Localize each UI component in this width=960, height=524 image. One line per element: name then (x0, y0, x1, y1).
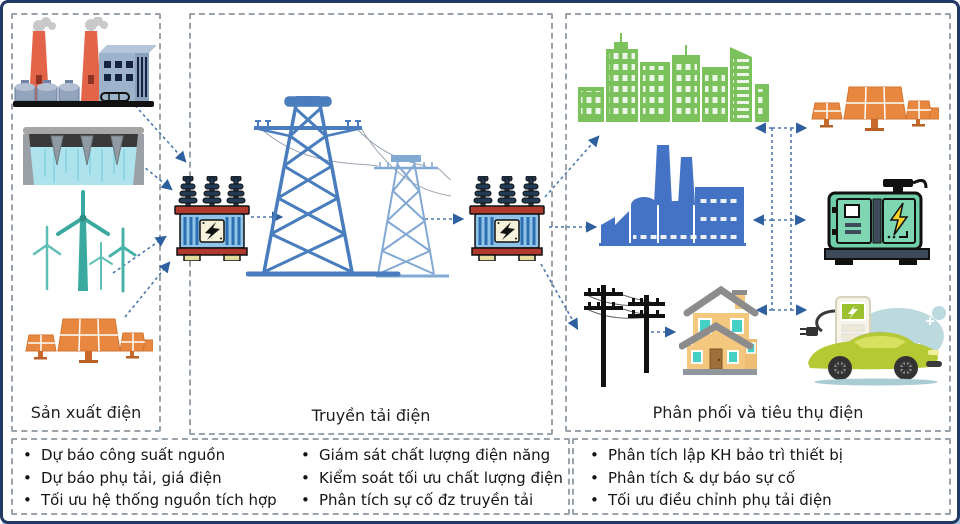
bullet-item: Dự báo phụ tải, giá điện (13, 467, 291, 490)
section-box-production: Sản xuất điện (11, 13, 161, 432)
analytics-box-production-transmission: Dự báo công suất nguồn Dự báo phụ tải, g… (11, 438, 570, 515)
bullet-list-distribution: Phân tích lập KH bảo trì thiết bị Phân t… (580, 444, 843, 512)
bullet-item: Phân tích sự cố đz truyền tải (291, 489, 563, 512)
city-buildings-icon (576, 29, 771, 124)
power-plant-icon (11, 17, 156, 109)
bullet-item: Phân tích lập KH bảo trì thiết bị (580, 444, 843, 467)
utility-poles-icon (581, 279, 676, 391)
section-box-distribution: Phân phối và tiêu thụ điện (565, 13, 951, 432)
bullet-item: Phân tích & dự báo sự cố (580, 467, 843, 490)
bullet-item: Giám sát chất lượng điện năng (291, 444, 563, 467)
section-label-production: Sản xuất điện (30, 403, 142, 422)
bullet-item: Tối ưu điều chỉnh phụ tải điện (580, 489, 843, 512)
solar-panels-icon (25, 317, 153, 369)
bullet-item: Dự báo công suất nguồn (13, 444, 291, 467)
ev-charging-icon (798, 291, 946, 386)
factory-icon (599, 143, 746, 255)
transformer-icon (174, 176, 250, 261)
section-label-transmission: Truyền tải điện (311, 406, 431, 425)
bullet-item: Tối ưu hệ thống nguồn tích hợp (13, 489, 291, 512)
bullet-list-transmission: Giám sát chất lượng điện năng Kiểm soát … (291, 444, 563, 512)
generator-icon (821, 177, 933, 267)
bullet-list-production: Dự báo công suất nguồn Dự báo phụ tải, g… (13, 444, 291, 512)
section-label-distribution: Phân phối và tiêu thụ điện (652, 403, 864, 422)
rooftop-solar-icon (811, 85, 939, 137)
bullet-item: Kiểm soát tối ưu chất lượng điện (291, 467, 563, 490)
hydro-dam-icon (21, 125, 146, 189)
transformer-icon (469, 176, 545, 261)
wind-turbines-icon (29, 189, 137, 293)
analytics-box-distribution: Phân tích lập KH bảo trì thiết bị Phân t… (572, 438, 951, 515)
house-icon (679, 283, 761, 376)
transmission-towers-icon (246, 96, 451, 279)
